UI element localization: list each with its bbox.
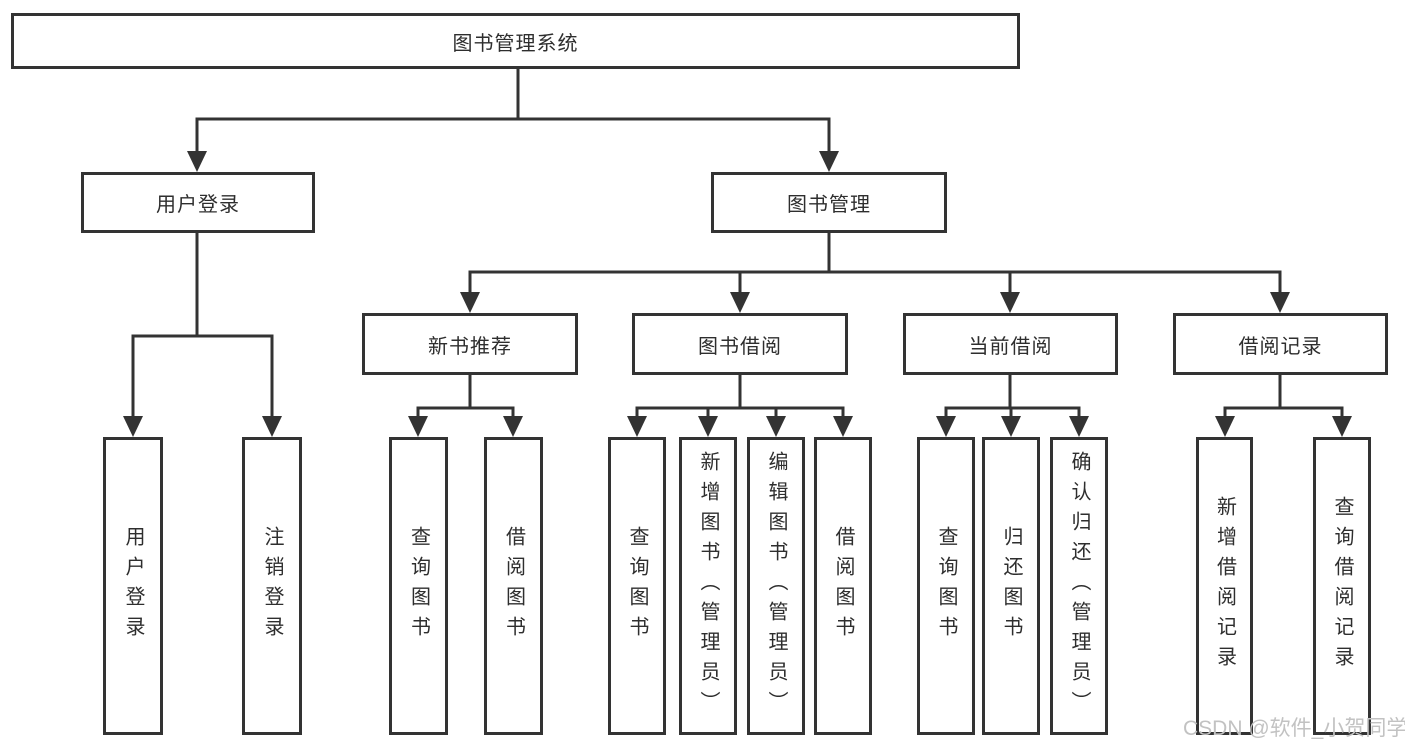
node-leaf-query-borrow-record: 查询借阅记录 <box>1313 437 1371 735</box>
arrow-down-icon <box>833 416 853 437</box>
connector-management-split <box>468 231 1282 299</box>
connector-records-split <box>1223 373 1344 422</box>
node-label: 图书管理 <box>787 194 871 216</box>
node-label: 查询图书 <box>935 526 957 646</box>
arrow-down-icon <box>460 292 480 313</box>
node-label: 图书管理系统 <box>452 32 579 55</box>
node-book-management: 图书管理 <box>711 172 947 233</box>
node-leaf-query-books-1: 查询图书 <box>389 437 448 735</box>
node-label: 编辑图书（管理员） <box>765 451 787 721</box>
arrow-down-icon <box>1332 416 1352 437</box>
node-leaf-confirm-return-admin: 确认归还（管理员） <box>1050 437 1108 735</box>
node-label: 新增借阅记录 <box>1213 496 1236 676</box>
node-leaf-user-login: 用户登录 <box>103 437 163 735</box>
node-label: 用户登录 <box>122 526 144 646</box>
node-label: 新书推荐 <box>428 335 512 358</box>
arrow-down-icon <box>1270 292 1290 313</box>
node-label: 查询图书 <box>626 526 648 646</box>
connector-current-split <box>944 373 1081 422</box>
node-leaf-add-borrow-record: 新增借阅记录 <box>1196 437 1253 735</box>
node-label: 用户登录 <box>156 194 240 216</box>
arrow-down-icon <box>698 416 718 437</box>
node-user-login: 用户登录 <box>81 172 315 233</box>
arrow-down-icon <box>936 416 956 437</box>
arrow-down-icon <box>627 416 647 437</box>
node-label: 新增图书（管理员） <box>697 451 719 721</box>
arrow-down-icon <box>187 151 207 172</box>
arrow-down-icon <box>408 416 428 437</box>
node-leaf-query-books-3: 查询图书 <box>917 437 975 735</box>
arrow-down-icon <box>1215 416 1235 437</box>
node-leaf-borrow-books-2: 借阅图书 <box>814 437 872 735</box>
arrow-down-icon <box>766 416 786 437</box>
node-leaf-edit-books-admin: 编辑图书（管理员） <box>747 437 805 735</box>
node-label: 借阅记录 <box>1238 335 1323 358</box>
node-leaf-return-books: 归还图书 <box>982 437 1040 735</box>
connector-login-split <box>131 231 274 422</box>
node-book-borrow: 图书借阅 <box>632 313 848 375</box>
node-leaf-borrow-books-1: 借阅图书 <box>484 437 543 735</box>
node-label: 借阅图书 <box>502 526 525 646</box>
arrow-down-icon <box>123 416 143 437</box>
connector-borrow-split <box>635 373 845 422</box>
arrow-down-icon <box>503 416 523 437</box>
arrow-down-icon <box>262 416 282 437</box>
node-new-book-recommend: 新书推荐 <box>362 313 578 375</box>
node-label: 注销登录 <box>261 526 283 646</box>
node-leaf-logout: 注销登录 <box>242 437 302 735</box>
node-current-borrow: 当前借阅 <box>903 313 1118 375</box>
connector-root-split <box>195 67 831 158</box>
arrow-down-icon <box>1000 292 1020 313</box>
csdn-watermark: CSDN @软件_小贺同学 <box>1183 717 1405 740</box>
node-book-management-system: 图书管理系统 <box>11 13 1020 69</box>
node-label: 当前借阅 <box>968 335 1053 358</box>
node-label: 查询图书 <box>407 526 430 646</box>
node-label: 归还图书 <box>1000 526 1022 646</box>
arrow-down-icon <box>730 292 750 313</box>
node-leaf-add-books-admin: 新增图书（管理员） <box>679 437 737 735</box>
arrow-down-icon <box>1001 416 1021 437</box>
arrow-down-icon <box>1069 416 1089 437</box>
node-label: 图书借阅 <box>698 335 782 358</box>
node-label: 确认归还（管理员） <box>1068 451 1090 721</box>
node-label: 查询借阅记录 <box>1331 496 1353 676</box>
node-borrow-records: 借阅记录 <box>1173 313 1388 375</box>
connector-newbook-split <box>416 373 515 422</box>
node-leaf-query-books-2: 查询图书 <box>608 437 666 735</box>
node-label: 借阅图书 <box>832 526 854 646</box>
arrow-down-icon <box>819 151 839 172</box>
